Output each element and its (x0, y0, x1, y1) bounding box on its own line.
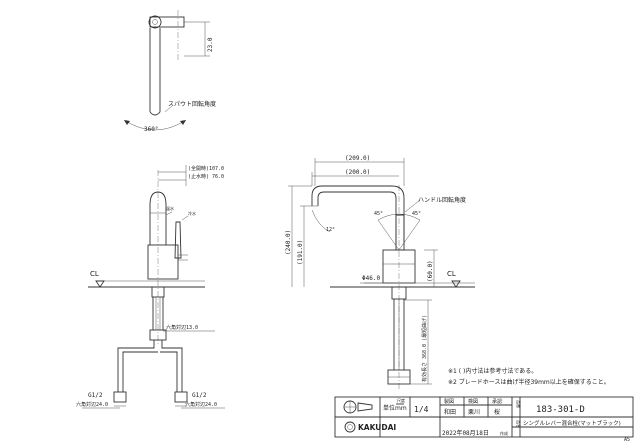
name-drafter: 和田 (444, 408, 456, 416)
cl-left-label: CL (90, 270, 99, 278)
brand-name: KAKUDAI (358, 423, 396, 432)
title-block: 単位mm 尺度 1/4 製図 検図 承認 和田 栗川 桜 品番 品名 183-3… (334, 396, 634, 438)
created-date: 2022年08月18日 (442, 429, 489, 437)
sheet-size: A5 (624, 437, 630, 443)
dim-60: (60.0) (427, 260, 434, 282)
spout-plan-view: 23.0 スパウト回転角度 360° (123, 10, 216, 133)
product-name: シングルレバー混合栓(マットブラック) (523, 419, 621, 427)
dim-191: (191.0) (297, 240, 304, 265)
created-suffix: 作成 (500, 430, 508, 436)
note-1: ※1 ( )内寸法は参考寸法である。 (448, 367, 537, 375)
angle-45-left: 45° (374, 211, 383, 217)
header-seizu: 製図 (444, 398, 454, 405)
angle-45-right: 45° (412, 211, 421, 217)
handle-rotation-label: ハンドル回転角度 (418, 196, 466, 204)
dim-hex24-left: 六角対辺24.0 (76, 401, 108, 408)
dim-hex13: 六角対辺13.0 (166, 324, 198, 331)
dim-200: (200.0) (345, 169, 370, 176)
dim-hose-length: 有効長さ 368.0 (最短曲げ) (421, 315, 428, 382)
dim-dia46: Φ46.0 (362, 275, 380, 282)
hot-label: 温水 (166, 205, 174, 211)
dim-23: 23.0 (207, 37, 214, 52)
dim-hex24-right: 六角対辺24.0 (185, 401, 217, 408)
scale-header: 尺度 (397, 397, 405, 403)
dim-76: (止水時) 76.0 (188, 173, 224, 180)
cl-right-label: CL (447, 270, 456, 278)
header-hinmei: 品名 (516, 420, 522, 428)
dim-107: (全開時)107.0 (188, 165, 224, 172)
name-checker: 栗川 (468, 409, 480, 416)
g12-right-label: G1/2 (192, 392, 207, 399)
side-elevation: (全開時)107.0 (止水時) 76.0 温水 冷水 CL 六角対辺13.0 … (76, 165, 225, 409)
dim-240: (240.0) (285, 230, 292, 255)
header-hinban: 品番 (516, 400, 522, 408)
angle-12: 12° (326, 227, 335, 233)
spout-rotation-label: スパウト回転角度 (168, 100, 216, 108)
angle-360: 360° (144, 126, 158, 133)
front-elevation: 45° 45° 12° (209.0) (200.0) (240.0) (191… (285, 155, 475, 390)
scale-value: 1/4 (414, 405, 429, 414)
header-shonin: 承認 (492, 398, 502, 405)
part-number: 183-301-D (536, 405, 585, 415)
header-kenzu: 検図 (468, 398, 478, 405)
dim-209: (209.0) (345, 155, 370, 162)
g12-left-label: G1/2 (88, 392, 103, 399)
cold-label: 冷水 (188, 210, 196, 216)
name-approver: 桜 (494, 408, 500, 416)
scale-label: 単位mm (383, 404, 407, 412)
note-2: ※2 ブレードホースは曲げ半径39mm以上を確保すること。 (448, 378, 610, 386)
